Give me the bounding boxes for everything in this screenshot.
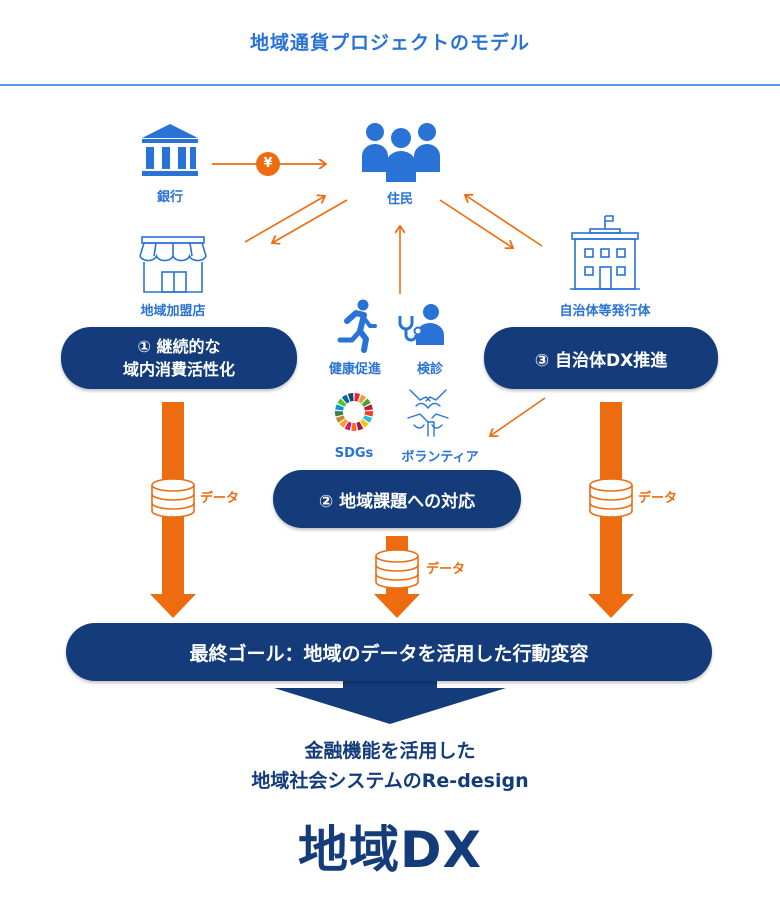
result-subtitle: 金融機能を活用した 地域社会システムのRe-design xyxy=(0,736,780,796)
residents-to-store-arrow xyxy=(272,199,348,243)
sdgs-label: SDGs xyxy=(334,446,374,461)
storefront-icon xyxy=(139,236,207,293)
result-headline: 地域DX xyxy=(297,821,483,879)
sdgs-wheel-segment xyxy=(358,394,367,404)
bank-label: 銀行 xyxy=(156,190,183,205)
sdgs-wheel-segment xyxy=(360,419,369,428)
goal-banner: 最終ゴール：地域のデータを活用した行動変容 xyxy=(66,623,712,681)
sdgs-wheel-segment xyxy=(364,404,373,411)
pillar-1-badge: ① 継続的な 域内消費活性化 xyxy=(61,327,297,389)
result-line2: 地域社会システムのRe-design xyxy=(251,770,529,792)
pillar-3-label: ③ 自治体DX推進 xyxy=(534,350,668,371)
municipality-to-residents-arrow xyxy=(465,195,543,247)
store-label: 地域加盟店 xyxy=(140,304,206,319)
checkup-label: 検診 xyxy=(416,362,443,377)
yen-badge-icon xyxy=(256,152,280,176)
sdgs-wheel-segment xyxy=(334,411,344,417)
sdgs-wheel-segment xyxy=(337,398,347,407)
title-divider xyxy=(0,84,780,86)
sdgs-wheel-icon xyxy=(334,393,374,431)
sdgs-wheel-segment xyxy=(341,394,350,404)
sdgs-wheel-segment xyxy=(351,422,357,431)
running-person-icon xyxy=(337,299,377,353)
sdgs-wheel-segment xyxy=(344,421,352,431)
municipality-label: 自治体等発行体 xyxy=(559,304,651,319)
volunteer-label: ボランティア xyxy=(401,450,479,465)
sdgs-wheel-segment xyxy=(339,419,348,428)
residents-label: 住民 xyxy=(386,192,413,207)
store-to-residents-arrow xyxy=(244,196,325,243)
result-line1: 金融機能を活用した xyxy=(304,740,476,762)
pillar-3-badge: ③ 自治体DX推進 xyxy=(484,327,718,389)
residents-to-municipality-arrow xyxy=(439,199,513,248)
city-hall-icon xyxy=(570,215,640,290)
left-data-label: データ xyxy=(200,491,240,506)
bank-icon xyxy=(142,124,198,176)
sdgs-wheel-segment xyxy=(363,415,373,423)
pillar-1-line1: ① 継続的な xyxy=(137,337,221,356)
right-data-label: データ xyxy=(638,491,678,506)
database-icon xyxy=(375,549,419,589)
sdgs-wheel-segment xyxy=(347,393,354,402)
pillar-2-label: ② 地域課題への対応 xyxy=(318,491,476,512)
municipality-to-activities-arrow xyxy=(490,397,546,436)
sdgs-wheel-segment xyxy=(356,421,364,431)
people-icon xyxy=(362,123,440,182)
database-icon xyxy=(151,478,195,518)
page-title: 地域通貨プロジェクトのモデル xyxy=(249,32,530,54)
sdgs-wheel-segment xyxy=(335,415,345,423)
yen-symbol: ¥ xyxy=(263,156,273,171)
health-label: 健康促進 xyxy=(328,362,381,377)
pillar-1-line2: 域内消費活性化 xyxy=(122,360,235,379)
sdgs-wheel-segment xyxy=(354,393,361,402)
sdgs-wheel-segment xyxy=(335,404,344,411)
database-icon xyxy=(589,478,633,518)
goal-label: 最終ゴール：地域のデータを活用した行動変容 xyxy=(189,642,589,665)
sdgs-wheel-segment xyxy=(364,411,374,417)
stethoscope-icon xyxy=(398,304,444,345)
pillar-2-badge: ② 地域課題への対応 xyxy=(273,470,521,528)
center-data-label: データ xyxy=(426,562,466,577)
sdgs-wheel-segment xyxy=(361,398,371,407)
goal-down-arrow xyxy=(274,680,506,724)
joined-hands-icon xyxy=(407,389,449,437)
